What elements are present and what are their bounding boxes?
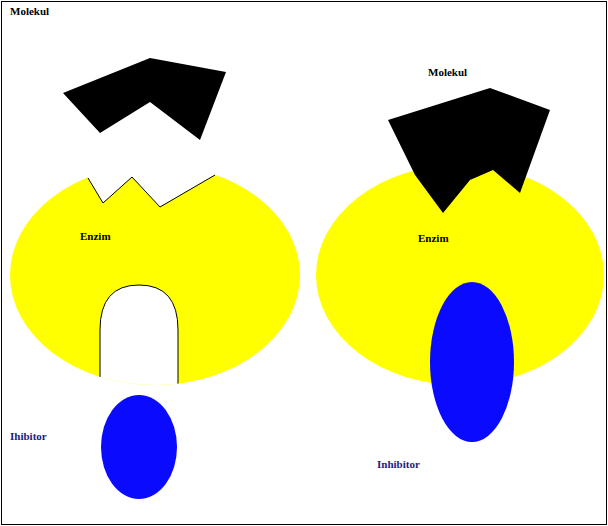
active-site-edge bbox=[88, 175, 215, 207]
enzyme-body bbox=[316, 165, 604, 385]
active-site bbox=[80, 160, 225, 207]
enzyme-node: Enzim bbox=[10, 165, 300, 385]
inhibitor-shape bbox=[430, 282, 514, 442]
enzyme-label: Enzim bbox=[418, 232, 449, 245]
molecule-shape bbox=[63, 58, 226, 140]
part-label: Molekul bbox=[10, 5, 49, 18]
enzyme-node: Enzim bbox=[316, 165, 604, 385]
inhibitor-shape bbox=[101, 395, 177, 499]
part-label: Inhibitor bbox=[377, 458, 420, 471]
part-label: Ihibitor bbox=[10, 430, 47, 443]
allosteric-site bbox=[100, 285, 178, 397]
enzyme-label: Enzim bbox=[80, 230, 111, 243]
part-label: Molekul bbox=[428, 66, 467, 79]
enzyme-shape bbox=[10, 165, 300, 385]
enzyme-shape bbox=[316, 165, 604, 385]
